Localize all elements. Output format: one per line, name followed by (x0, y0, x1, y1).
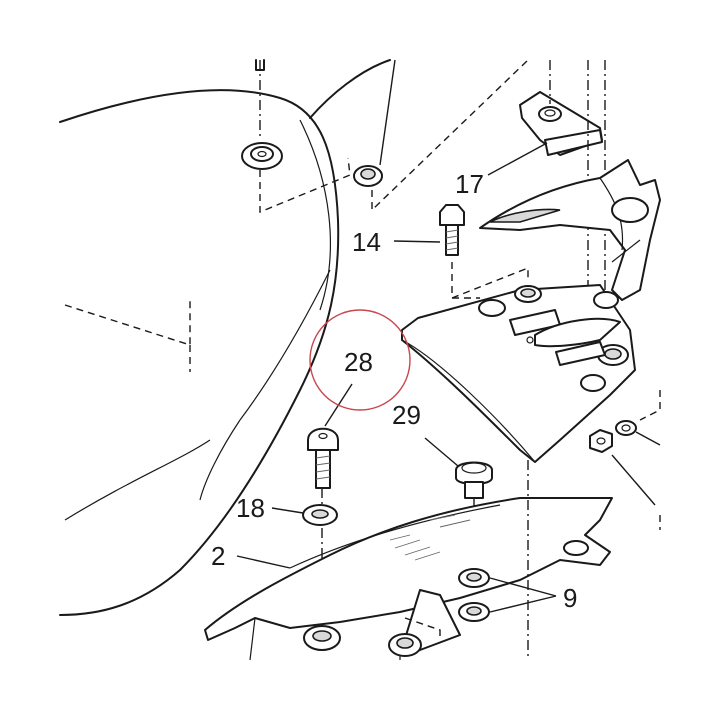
callout-18: 18 (236, 493, 265, 523)
bolt-14 (439, 204, 465, 256)
callout-14: 14 (352, 227, 381, 257)
clip-nut (353, 59, 529, 212)
nut-washer-right (589, 390, 661, 530)
callout-2: 2 (211, 541, 225, 571)
upper-plate (401, 262, 636, 463)
frame-rail (479, 159, 661, 301)
tray-grommets (303, 625, 422, 657)
seat-grommet (241, 59, 283, 170)
washer-18 (302, 504, 338, 526)
callout-17: 17 (455, 169, 484, 199)
washers-9 (458, 568, 490, 622)
seat-body (59, 59, 391, 616)
highlight-circle (309, 309, 411, 411)
leader-lines (236, 142, 557, 613)
callout-9: 9 (563, 583, 577, 613)
bracket-17 (519, 60, 606, 340)
seat-dashed-guide (259, 157, 351, 214)
callout-28: 28 (344, 347, 373, 377)
callout-29: 29 (392, 400, 421, 430)
